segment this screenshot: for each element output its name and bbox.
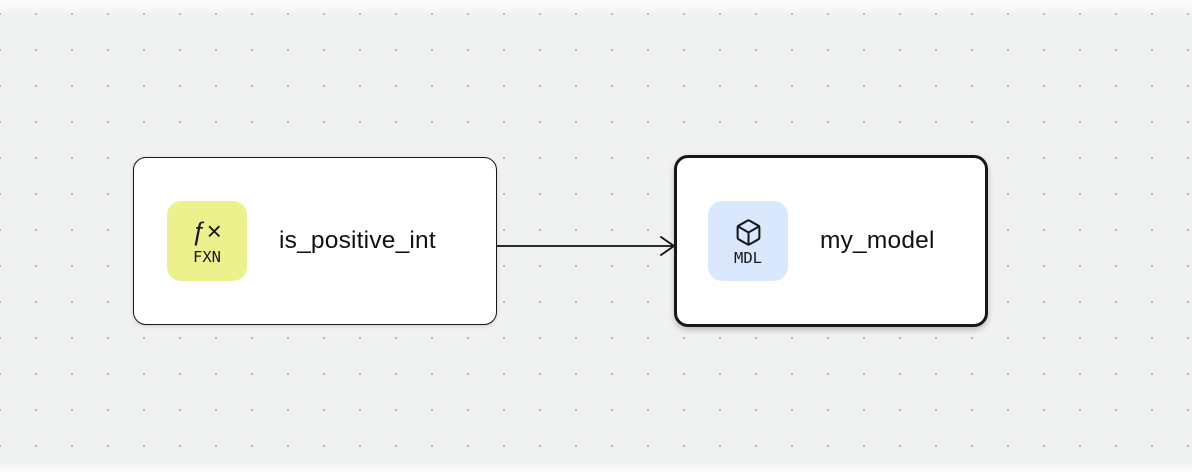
- edge-is-positive-int-to-my-model[interactable]: [497, 236, 675, 256]
- model-type-badge: MDL: [708, 201, 788, 281]
- function-icon: ƒ×: [192, 215, 222, 246]
- node-title: is_positive_int: [279, 227, 436, 254]
- node-title: my_model: [820, 227, 935, 254]
- cube-icon: [734, 215, 763, 247]
- function-type-badge: ƒ× FXN: [167, 201, 247, 281]
- node-type-label: FXN: [193, 247, 221, 266]
- node-my-model[interactable]: MDL my_model: [674, 155, 988, 327]
- node-type-label: MDL: [734, 248, 762, 267]
- node-is-positive-int[interactable]: ƒ× FXN is_positive_int: [133, 157, 497, 325]
